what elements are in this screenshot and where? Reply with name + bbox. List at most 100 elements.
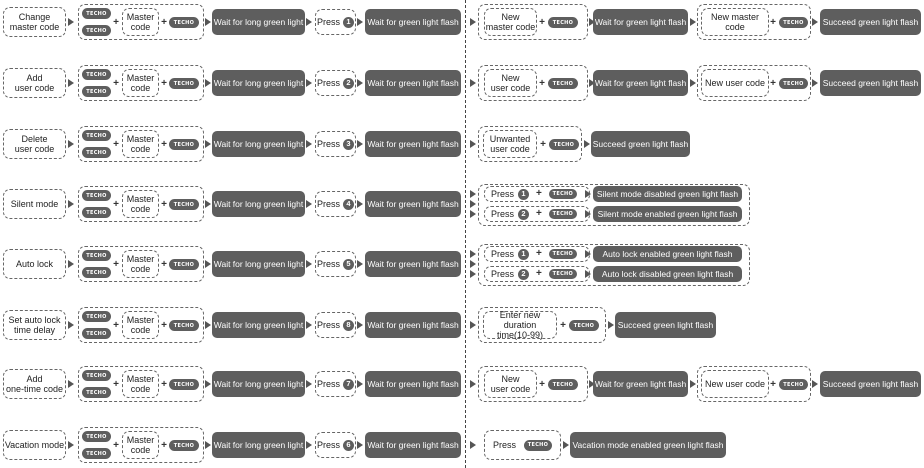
plus-sign: +	[536, 248, 542, 259]
number-key-icon: 1	[518, 188, 530, 200]
arrow-icon	[690, 380, 696, 388]
master-code-box: Master code	[122, 250, 159, 278]
arrow-icon	[690, 79, 696, 87]
new-code-group	[478, 366, 588, 402]
wait-green-light-flash-box: Wait for green light flash	[365, 131, 461, 157]
arrow-icon	[205, 79, 211, 87]
arrow-icon	[357, 200, 363, 208]
master-code-box: Master code	[122, 130, 159, 158]
function-name-box: Change master code	[3, 7, 66, 37]
arrow-icon	[585, 210, 591, 218]
number-key-icon: 3	[343, 138, 354, 150]
key-fob-icon: TECHO	[82, 431, 111, 442]
input-box: Enter new duration time(10-99)	[483, 310, 557, 340]
arrow-icon	[68, 441, 74, 449]
wait-long-green-light-box: Wait for long green light	[212, 131, 305, 157]
success-box: Succeed green light flash	[615, 312, 716, 338]
arrow-icon	[205, 140, 211, 148]
key-fob-icon: TECHO	[169, 139, 199, 150]
key-fob-icon: TECHO	[169, 379, 199, 390]
option-result-box: Silent mode enabled green light flash	[593, 206, 742, 222]
plus-sign: +	[113, 258, 119, 270]
key-fob-icon: TECHO	[82, 328, 111, 339]
wait-long-green-light-box: Wait for long green light	[212, 312, 305, 338]
plus-sign: +	[161, 378, 167, 390]
press-label: Press	[316, 379, 340, 389]
plus-sign: +	[113, 77, 119, 89]
arrow-icon	[205, 260, 211, 268]
plus-sign: +	[161, 138, 167, 150]
press-label: Press	[491, 249, 515, 259]
press-label: Press	[492, 440, 516, 450]
key-fob-icon: TECHO	[169, 440, 199, 451]
plus-sign: +	[113, 16, 119, 28]
function-name-box: Silent mode	[3, 189, 66, 219]
press-label: Press	[316, 17, 340, 27]
wait-green-light-flash-box: Wait for green light flash	[365, 191, 461, 217]
column-divider	[465, 0, 466, 468]
plus-sign: +	[560, 319, 566, 331]
plus-sign: +	[539, 16, 545, 28]
press-fob-box: Press TECHO	[484, 430, 561, 460]
key-fob-icon: TECHO	[82, 86, 111, 97]
key-fob-icon: TECHO	[548, 379, 578, 390]
key-fob-icon: TECHO	[82, 311, 111, 322]
success-box: Vacation mode enabled green light flash	[570, 432, 726, 458]
key-fob-icon: TECHO	[169, 199, 199, 210]
arrow-icon	[589, 380, 595, 388]
fob-master-code-group	[78, 126, 204, 162]
key-fob-icon: TECHO	[548, 269, 577, 279]
press-label: Press	[316, 199, 340, 209]
wait-long-green-light-box: Wait for long green light	[212, 432, 305, 458]
plus-sign: +	[770, 77, 776, 89]
plus-sign: +	[539, 77, 545, 89]
number-key-icon: 8	[343, 319, 354, 331]
number-key-icon: 2	[343, 77, 354, 89]
fob-master-code-group	[78, 65, 204, 101]
option-result-box: Auto lock disabled green light flash	[593, 266, 742, 282]
key-fob-icon: TECHO	[82, 8, 111, 19]
success-box: Succeed green light flash	[820, 9, 921, 35]
wait-green-light-flash-box: Wait for green light flash	[365, 70, 461, 96]
key-fob-icon: TECHO	[524, 439, 552, 451]
key-fob-icon: TECHO	[548, 209, 577, 219]
plus-sign: +	[161, 258, 167, 270]
arrow-icon	[690, 18, 696, 26]
plus-sign: +	[113, 378, 119, 390]
plus-sign: +	[113, 439, 119, 451]
key-fob-icon: TECHO	[169, 17, 199, 28]
wait-green-light-flash-box: Wait for green light flash	[593, 371, 688, 397]
wait-long-green-light-box: Wait for long green light	[212, 70, 305, 96]
key-fob-icon: TECHO	[548, 17, 578, 28]
options-group	[478, 184, 750, 226]
key-fob-icon: TECHO	[548, 249, 577, 259]
plus-sign: +	[770, 16, 776, 28]
master-code-box: Master code	[122, 311, 159, 339]
press-label: Press	[316, 259, 340, 269]
plus-sign: +	[540, 138, 546, 150]
number-key-icon: 4	[343, 198, 354, 210]
arrow-icon	[205, 380, 211, 388]
fob-master-code-group	[78, 366, 204, 402]
press-label: Press	[316, 78, 340, 88]
function-name-box: Add user code	[3, 68, 66, 98]
arrow-icon	[470, 79, 476, 87]
key-fob-icon: TECHO	[569, 320, 599, 331]
key-fob-icon: TECHO	[548, 189, 577, 199]
press-label: Press	[491, 209, 515, 219]
arrow-icon	[68, 79, 74, 87]
wait-green-light-flash-box: Wait for green light flash	[593, 9, 688, 35]
function-name-box: Delete user code	[3, 129, 66, 159]
arrow-icon	[470, 210, 476, 218]
arrow-icon	[812, 18, 818, 26]
new-code-input-box: New user code	[484, 69, 537, 97]
key-fob-icon: TECHO	[548, 78, 578, 89]
arrow-icon	[470, 441, 476, 449]
arrow-icon	[470, 190, 476, 198]
arrow-icon	[470, 140, 476, 148]
